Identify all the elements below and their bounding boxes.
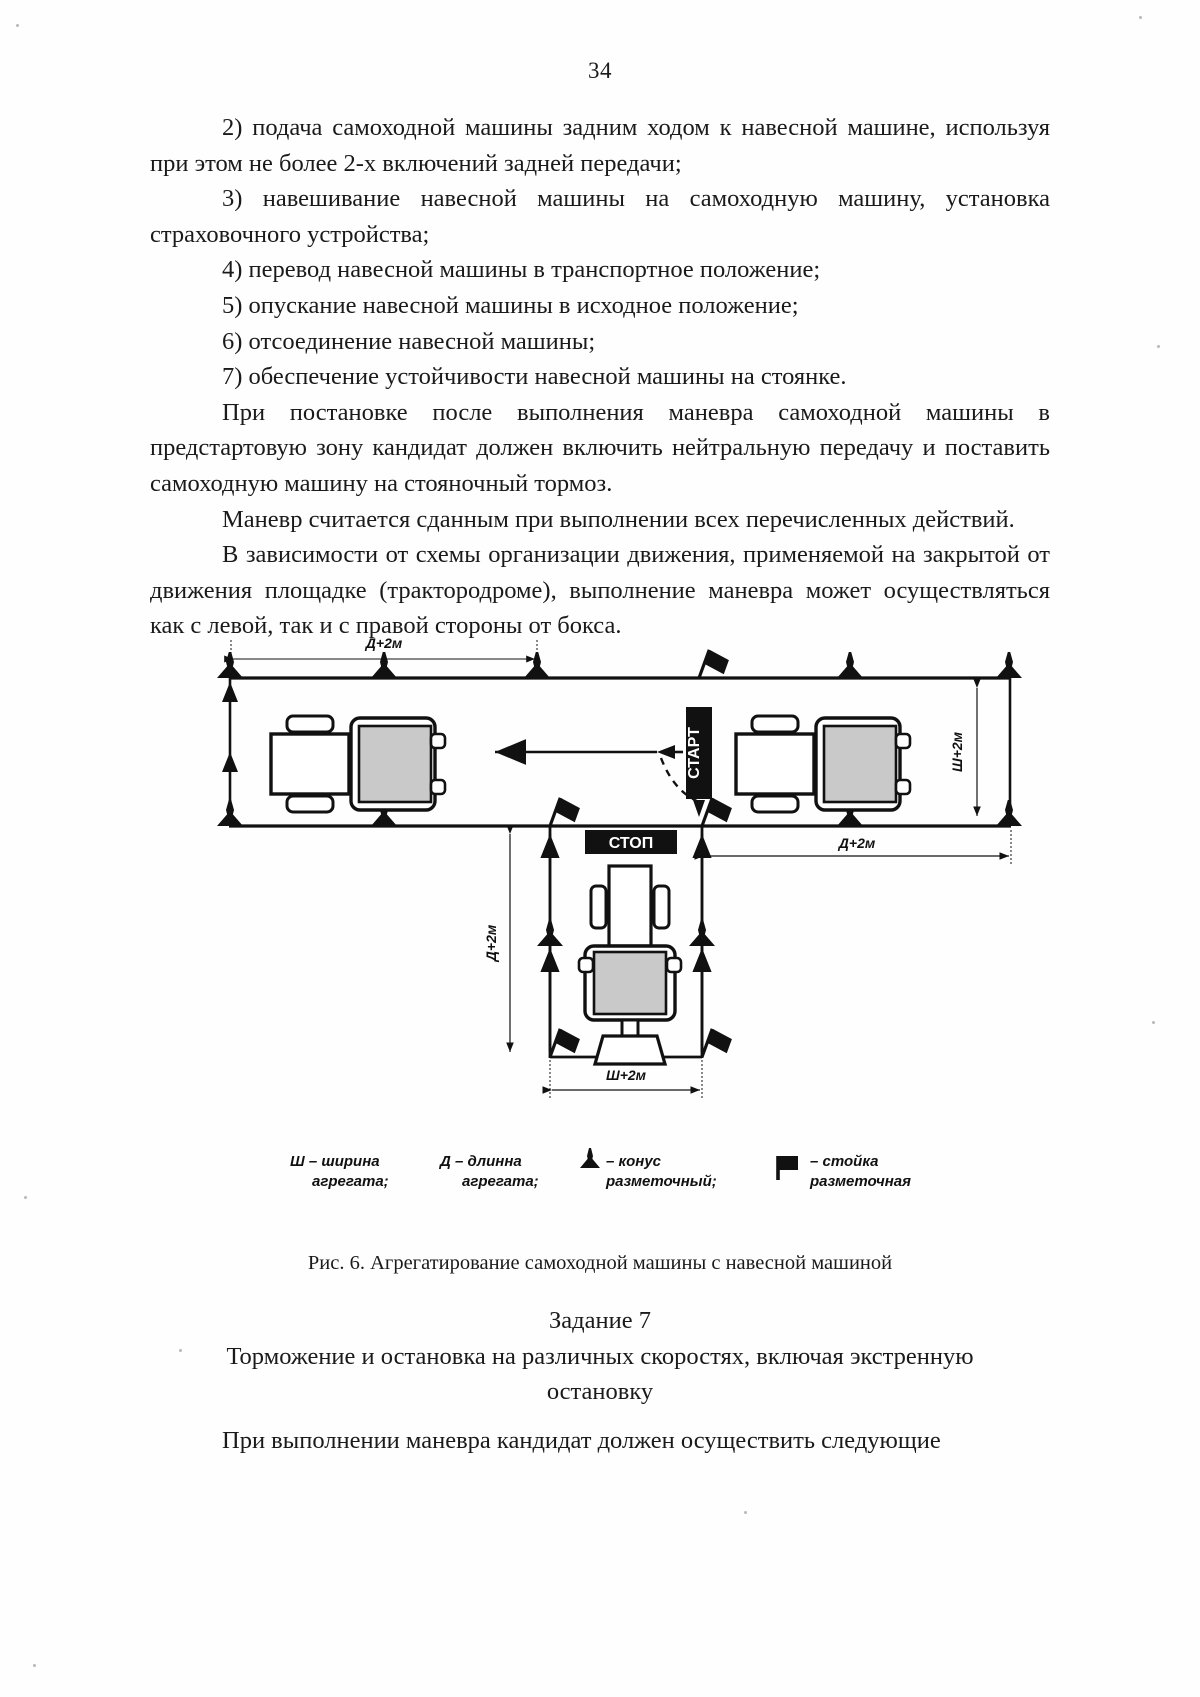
cone-icon	[217, 652, 243, 678]
cone-icon	[837, 652, 863, 678]
turn-path-arrow	[659, 757, 705, 817]
tractor-icon	[269, 714, 447, 814]
scan-speck	[744, 1511, 747, 1514]
start-sign-label: СТАРТ	[686, 727, 703, 779]
tail-text: При выполнении маневра кандидат должен о…	[150, 1423, 1050, 1459]
legend-post-icon	[776, 1156, 798, 1180]
legend-symbol-sh: Ш – ширина	[290, 1153, 380, 1170]
legend-text-sh: агрегата;	[312, 1173, 389, 1190]
legend-cone-icon	[580, 1148, 600, 1168]
task-subtitle-line2: остановку	[546, 1378, 654, 1406]
mounted-machine-icon	[822, 724, 898, 804]
cone-icon	[371, 652, 397, 678]
body-paragraph: 4) перевод навесной машины в транспортно…	[222, 256, 821, 284]
legend-symbol-d: Д – длинна	[438, 1153, 522, 1170]
body-paragraph: В зависимости от схемы организации движе…	[150, 541, 1050, 640]
body-text: 2) подача самоходной машины задним ходом…	[150, 110, 1050, 644]
body-paragraph: 6) отсоединение навесной машины;	[222, 327, 596, 355]
marker-post-icon	[700, 1028, 733, 1065]
dim-label-right: Ш+2м	[949, 731, 965, 772]
marker-post-icon	[700, 797, 733, 834]
legend-label-cone: – конус	[606, 1153, 662, 1170]
tail-paragraph: При выполнении маневра кандидат должен о…	[222, 1427, 941, 1454]
cone-icon	[524, 652, 550, 678]
marker-post-icon	[548, 1028, 581, 1065]
body-paragraph: Маневр считается сданным при выполнении …	[222, 505, 1015, 533]
legend-label-post: – стойка	[810, 1153, 878, 1170]
scan-speck	[33, 1664, 36, 1667]
mounted-machine-icon	[592, 950, 668, 1016]
body-paragraph: 2) подача самоходной машины задним ходом…	[150, 114, 1050, 177]
scan-speck	[1157, 345, 1160, 348]
tractor-icon	[577, 864, 683, 1066]
scan-speck	[179, 1349, 182, 1352]
dimension-bottom	[542, 1060, 703, 1098]
legend-text-post: разметочная	[809, 1173, 911, 1190]
start-sign: СТАРТ	[686, 707, 712, 799]
legend-text-d: агрегата;	[462, 1173, 539, 1190]
figure-diagram: Д+2м	[205, 612, 1035, 1112]
legend-text-cone: разметочный;	[605, 1173, 717, 1190]
mounted-machine-icon	[357, 724, 433, 804]
task-heading-block: Задание 7 Торможение и остановка на разл…	[150, 1303, 1050, 1410]
body-paragraph: При постановке после выполнения маневра …	[150, 398, 1050, 497]
corridor-arrows	[540, 834, 712, 1052]
scan-speck	[1139, 16, 1142, 19]
direction-arrow-icon	[495, 739, 683, 765]
figure-caption: Рис. 6. Агрегатирование самоходной машин…	[307, 1252, 893, 1274]
figure-legend: Ш – ширина агрегата; Д – длинна агрегата…	[290, 1148, 950, 1208]
dim-label-left-vertical: Д+2м	[483, 924, 499, 962]
cone-icon	[996, 652, 1022, 678]
dim-label-mid-right: Д+2м	[838, 835, 876, 851]
cone-icon	[996, 800, 1022, 826]
scan-speck	[16, 24, 19, 27]
body-paragraph: 5) опускание навесной машины в исходное …	[222, 291, 799, 319]
scan-speck	[24, 1196, 27, 1199]
tractor-icon	[734, 714, 912, 814]
task-subtitle-line1: Торможение и остановка на различных скор…	[226, 1342, 974, 1370]
task-title: Задание 7	[549, 1307, 651, 1334]
dim-label-top: Д+2м	[365, 635, 403, 651]
marker-post-icon	[548, 797, 581, 834]
stop-sign: СТОП	[585, 830, 677, 854]
body-paragraph: 7) обеспечение устойчивости навесной маш…	[222, 363, 847, 391]
scan-speck	[1152, 1021, 1155, 1024]
cone-row-top	[217, 652, 1022, 678]
marker-post-icon	[697, 649, 730, 686]
dim-label-bottom: Ш+2м	[606, 1067, 647, 1083]
body-paragraph: 3) навешивание навесной машины на самохо…	[150, 185, 1050, 248]
stop-sign-label: СТОП	[609, 835, 653, 852]
page-number: 34	[588, 58, 612, 83]
